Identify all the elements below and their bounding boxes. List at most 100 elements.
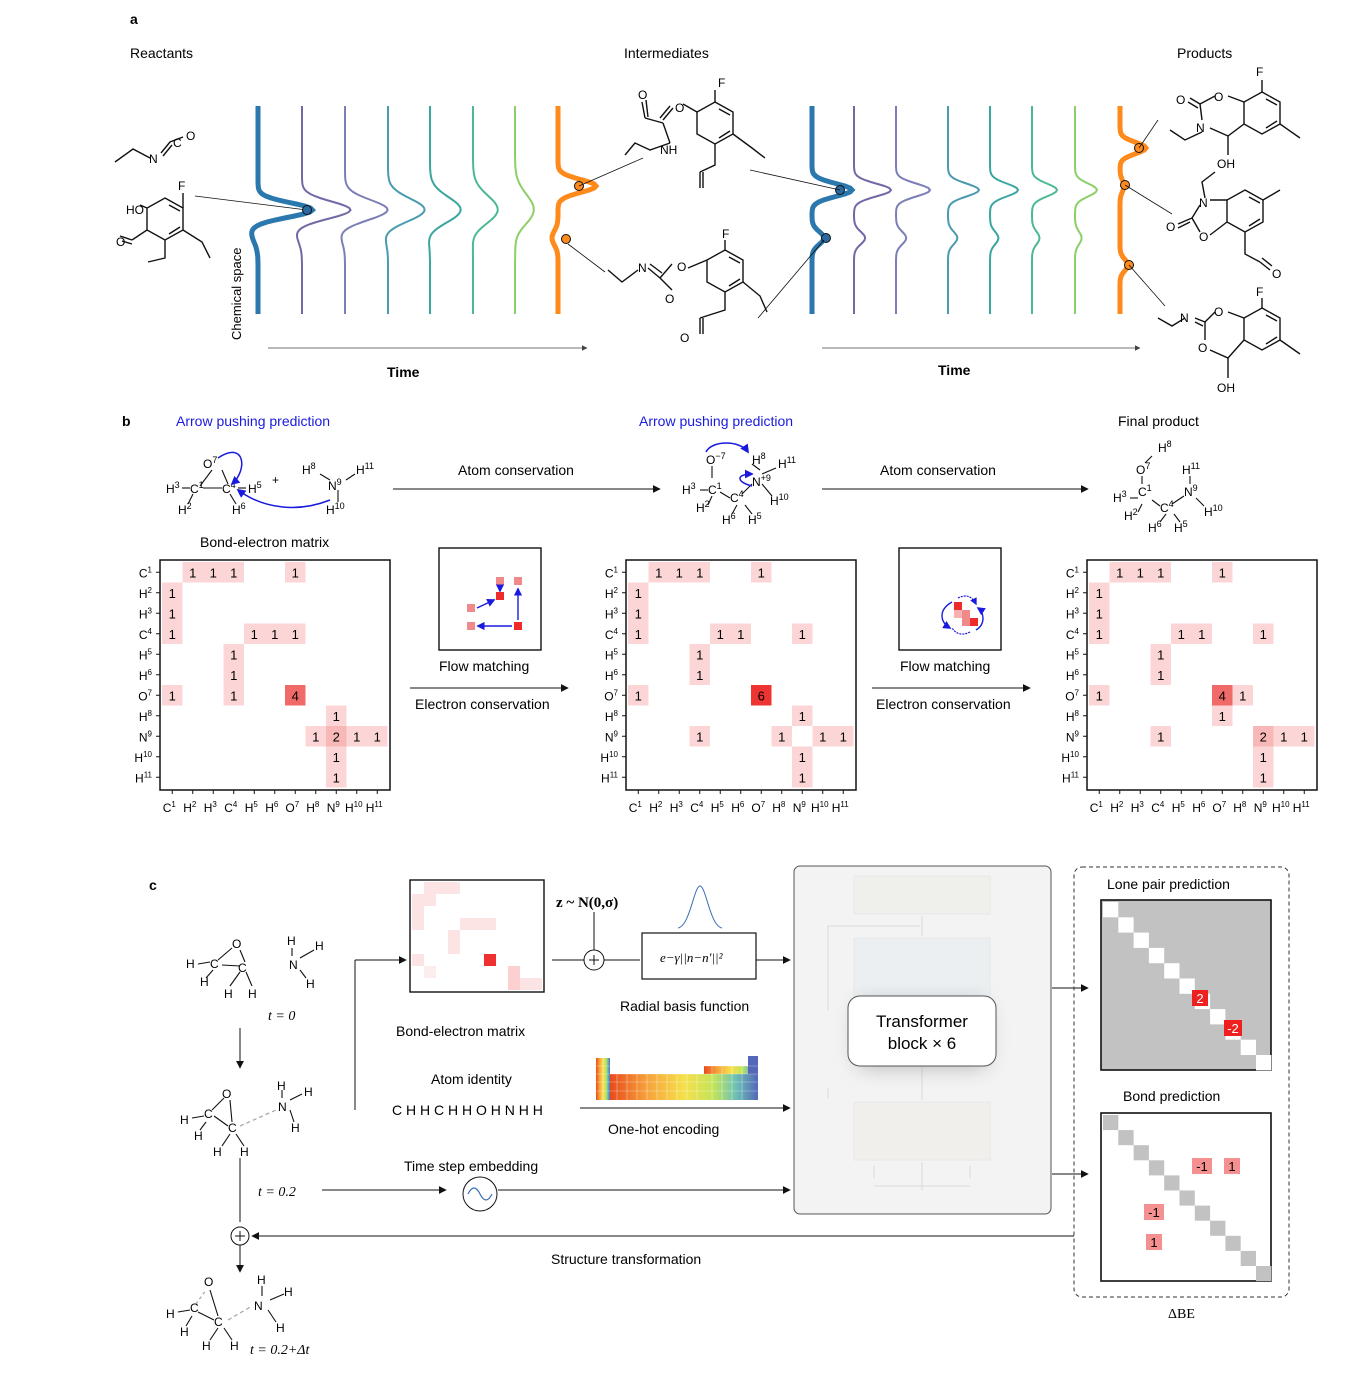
matrix-row-label: C1 [139,565,153,580]
matrix-row-label: H2 [1066,586,1080,601]
matrix-cell [162,603,183,624]
structure-transformation-label: Structure transformation [551,1251,701,1267]
matrix-col-label: C4 [224,800,238,815]
radial-basis-function-label: Radial basis function [620,998,749,1014]
matrix-cell [1212,562,1233,583]
bond-value-2: 1 [1228,1159,1235,1174]
reactant-point [302,205,312,215]
matrix-row-label: H10 [1061,750,1079,765]
matrix-row-label: H2 [605,586,619,601]
trajectory-curve [295,106,352,314]
matrix-cell-value: 1 [1096,688,1103,703]
svg-text:H6: H6 [232,501,246,517]
matrix-cell-value: 1 [1239,688,1246,703]
matrix-cell-value: 1 [676,565,683,580]
matrix-row-label: H6 [139,668,153,683]
matrix-cell-value: 1 [778,729,785,744]
matrix-cell-value: 1 [696,729,703,744]
product1-f: F [1256,65,1263,79]
bond-value-4: 1 [1150,1235,1157,1250]
matrix-cell-value: 1 [1157,647,1164,662]
matrix-cell-value: 1 [292,565,299,580]
matrix-row-label: H8 [605,709,619,724]
svg-text:H8: H8 [752,451,766,467]
matrix-cell-value: 1 [758,565,765,580]
matrix-row-label: C4 [139,627,153,642]
matrix-cell-value: 1 [333,709,340,724]
lone-pair-diagonal-cell [1133,932,1149,948]
matrix-row-label: H5 [139,647,153,662]
product2-o-ring: O [1199,230,1208,244]
matrix-cell-value: 1 [353,729,360,744]
svg-text:C4: C4 [730,489,744,505]
lone-pair-matrix: 2 -2 [1100,899,1272,1071]
matrix-cell [1150,562,1171,583]
matrix-cell [1294,726,1315,747]
trajectory-curve [471,106,499,314]
matrix-cell [1273,726,1294,747]
product1-o-ring: O [1214,90,1223,104]
matrix-cell-value: 1 [169,606,176,621]
matrix-cell-value: 1 [1157,729,1164,744]
matrix-cell [326,767,347,788]
matrix-cell [751,562,772,583]
lone-pair-diagonal-cell [1210,1009,1226,1025]
matrix-frame [159,559,391,791]
svg-text:H2: H2 [696,499,710,515]
trajectory-curve-intermediate [549,106,600,314]
panel-a: a Reactants Intermediates Products N C O… [114,11,1301,395]
matrix-col-label: H8 [1233,800,1247,815]
matrix-col-label: H5 [1172,800,1186,815]
matrix-col-label: H2 [183,800,197,815]
matrix-cell [223,664,244,685]
periodic-table-icon [596,1056,758,1100]
aldehyde-ho: HO [126,203,144,217]
matrix-row-label: H3 [1066,606,1080,621]
matrix-cell [628,603,649,624]
matrix-cell-value: 1 [189,565,196,580]
matrix-col-label: H8 [306,800,320,815]
svg-text:H: H [202,1339,211,1353]
matrix-cell [689,664,710,685]
matrix-cell-value: 1 [1178,627,1185,642]
trajectory-curve [895,106,932,314]
matrix-cell [1253,746,1274,767]
matrix-cell [285,562,306,583]
trajectory-curve [989,106,1020,314]
svg-text:H: H [194,1129,203,1143]
isocyanate-o: O [186,129,195,143]
matrix-col-label: H3 [204,800,218,815]
matrix-col-label: O7 [285,800,299,815]
matrix-cell [1089,623,1110,644]
matrix-cell [1212,705,1233,726]
matrix-col-label: C4 [1151,800,1165,815]
matrix-cell [264,623,285,644]
matrix-cell [1253,767,1274,788]
matrix-row-label: H6 [1066,668,1080,683]
lone-pair-diagonal-cell [1240,1039,1256,1055]
matrix-cell [1150,664,1171,685]
matrix-col-label: H11 [366,800,384,815]
intermediate2-o2: O [665,292,674,306]
svg-text:N: N [289,958,298,972]
leader-line-reactant [194,195,308,211]
matrix-frame [1086,559,1318,791]
matrix-cell [1171,623,1192,644]
matrix-col-label: C1 [629,800,643,815]
matrix-cell [812,726,833,747]
molecule-b3: H8 O7 H11 H3 C1 N9 C4 H2 H10 H6 H5 [1113,439,1223,535]
svg-text:H6: H6 [1148,519,1162,535]
svg-text:H: H [213,1145,222,1159]
product-3 [1157,298,1301,378]
matrix-cell-value: 1 [374,729,381,744]
matrix-cell [244,623,265,644]
bond-prediction-matrix: -1 1 -1 1 [1100,1112,1272,1282]
bond-diagonal-cell [1210,1220,1226,1236]
matrix-cell [1253,623,1274,644]
matrix-cell-value: 1 [230,688,237,703]
svg-text:H3: H3 [1113,489,1127,505]
matrix-col-label: H8 [772,800,786,815]
matrix-cell [628,582,649,603]
matrix-cell [1150,644,1171,665]
matrix-row-label: H3 [139,606,153,621]
